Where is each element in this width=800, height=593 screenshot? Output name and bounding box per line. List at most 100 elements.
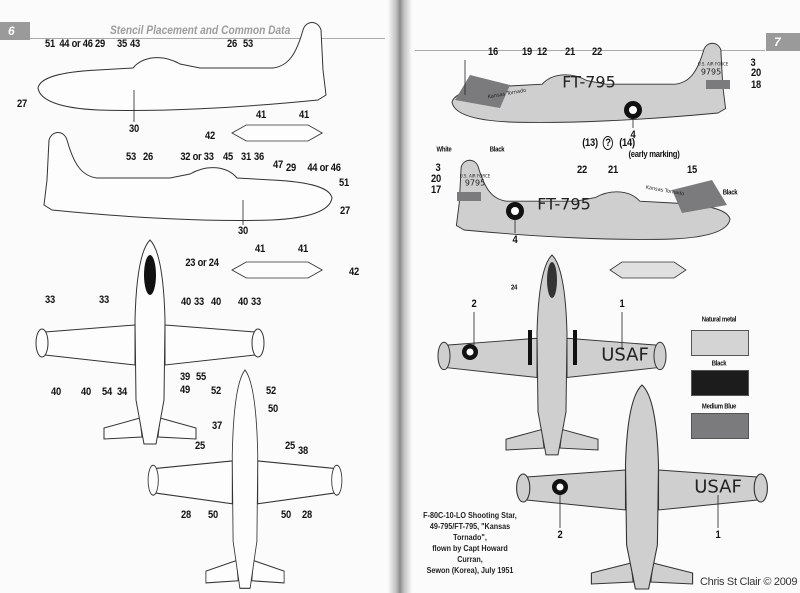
tail-text: U.S. AIR FORCE xyxy=(459,173,491,179)
callout-label: 43 xyxy=(130,38,140,50)
callout-label: 50 xyxy=(281,509,291,521)
page-number-left: 6 xyxy=(0,22,30,40)
wing-marking: USAF xyxy=(694,476,742,498)
callout-label: 30 xyxy=(238,225,248,237)
anti-glare-panel xyxy=(547,262,557,298)
callout-label: 3 xyxy=(750,57,756,69)
callout-label: 41 xyxy=(298,243,308,255)
callout-label: 44 or 46 xyxy=(307,162,341,174)
callout-label: 1 xyxy=(715,529,721,541)
callout-label: 53 xyxy=(126,151,136,163)
header-rule xyxy=(415,50,765,51)
blue-nose xyxy=(672,180,727,213)
callout-label: 27 xyxy=(17,98,27,110)
side-view-left xyxy=(37,22,327,112)
callout-label: 37 xyxy=(212,420,222,432)
callout-label: 1 xyxy=(619,298,625,310)
color-note: White xyxy=(436,146,452,154)
callout-label: 2 xyxy=(471,298,477,310)
copyright: Chris St Clair © 2009 xyxy=(700,576,798,588)
legend-label: Black xyxy=(711,360,727,368)
aircraft-caption: F-80C-10-LO Shooting Star, 49-795/FT-795… xyxy=(421,510,520,576)
header-rule xyxy=(0,38,385,39)
callout-label: 55 xyxy=(196,371,206,383)
callout-label: 21 xyxy=(565,46,575,58)
legend-label: Medium Blue xyxy=(701,403,737,411)
bottom-view xyxy=(147,369,343,589)
page-title: Stencil Placement and Common Data xyxy=(110,23,291,37)
callout-label: 12 xyxy=(537,46,547,58)
callout-label: 50 xyxy=(268,403,278,415)
callout-label: 20 xyxy=(751,67,761,79)
callout-label: 36 xyxy=(254,151,264,163)
callout-label: 53 xyxy=(243,38,253,50)
callout-label: 40 xyxy=(238,296,248,308)
callout-label: 25 xyxy=(285,440,295,452)
anti-glare-panel xyxy=(144,255,156,295)
caption-line: 49-795/FT-795, "Kansas Tornado", xyxy=(429,522,511,542)
callout-label: 18 xyxy=(751,79,761,91)
callout-label: 24 xyxy=(510,284,518,292)
callout-label: 40 xyxy=(211,296,221,308)
callout-label: 19 xyxy=(522,46,532,58)
callout-label: 22 xyxy=(577,164,587,176)
callout-label: 41 xyxy=(299,109,309,121)
callout-label: 29 xyxy=(286,162,296,174)
callout-label: 31 xyxy=(241,151,251,163)
callout-label: 40 xyxy=(51,386,61,398)
callout-label: 17 xyxy=(431,184,441,196)
callout-label: ? xyxy=(602,136,614,150)
callout-label: 3 xyxy=(435,162,441,174)
callout-label: 52 xyxy=(211,385,221,397)
callout-label: 42 xyxy=(205,130,215,142)
callout-label: (14) xyxy=(619,137,635,149)
callout-label: 49 xyxy=(180,384,190,396)
callout-label: 28 xyxy=(181,509,191,521)
callout-label: 38 xyxy=(298,445,308,457)
callout-label: 54 xyxy=(102,386,112,398)
callout-label: 51 xyxy=(45,38,55,50)
tail-serial: 9795 xyxy=(464,178,486,188)
callout-label: 4 xyxy=(512,234,518,246)
caption-line: Sewon (Korea), July 1951 xyxy=(426,566,514,575)
callout-label: 41 xyxy=(256,109,266,121)
callout-label: 45 xyxy=(223,151,233,163)
drop-tank xyxy=(231,261,323,279)
callout-label: 25 xyxy=(195,440,205,452)
callout-label: 33 xyxy=(251,296,261,308)
callout-label: 33 xyxy=(194,296,204,308)
legend-label: Natural metal xyxy=(701,316,737,324)
caption-line: F-80C-10-LO Shooting Star, xyxy=(423,511,517,520)
callout-label: 4 xyxy=(630,129,636,141)
callout-label: 40 xyxy=(181,296,191,308)
callout-label: 51 xyxy=(339,177,349,189)
tail-serial: 9795 xyxy=(700,67,722,77)
callout-label: (early marking) xyxy=(628,149,680,159)
callout-label: 34 xyxy=(117,386,127,398)
callout-label: 40 xyxy=(81,386,91,398)
callout-label: 2 xyxy=(557,529,563,541)
callout-label: 28 xyxy=(302,509,312,521)
callout-label: 30 xyxy=(129,123,139,135)
callout-label: 20 xyxy=(431,173,441,185)
callout-label: 41 xyxy=(255,243,265,255)
blue-nose xyxy=(455,75,510,108)
color-note: Black xyxy=(722,189,738,197)
page-gutter xyxy=(388,0,412,593)
callout-label: 21 xyxy=(608,164,618,176)
buzz-number: FT-795 xyxy=(562,72,616,92)
callout-label: 26 xyxy=(227,38,237,50)
swatch-black xyxy=(691,370,749,396)
callout-label: 52 xyxy=(266,385,276,397)
callout-label: 35 xyxy=(117,38,127,50)
wing-marking: USAF xyxy=(601,344,649,366)
callout-label: 29 xyxy=(95,38,105,50)
callout-label: 32 or 33 xyxy=(180,151,214,163)
callout-label: 39 xyxy=(180,371,190,383)
drop-tank xyxy=(231,124,323,142)
drop-tank xyxy=(609,261,687,279)
callout-label: 33 xyxy=(45,294,55,306)
callout-label: 33 xyxy=(99,294,109,306)
callout-label: 23 or 24 xyxy=(185,257,219,269)
callout-label: 42 xyxy=(349,266,359,278)
